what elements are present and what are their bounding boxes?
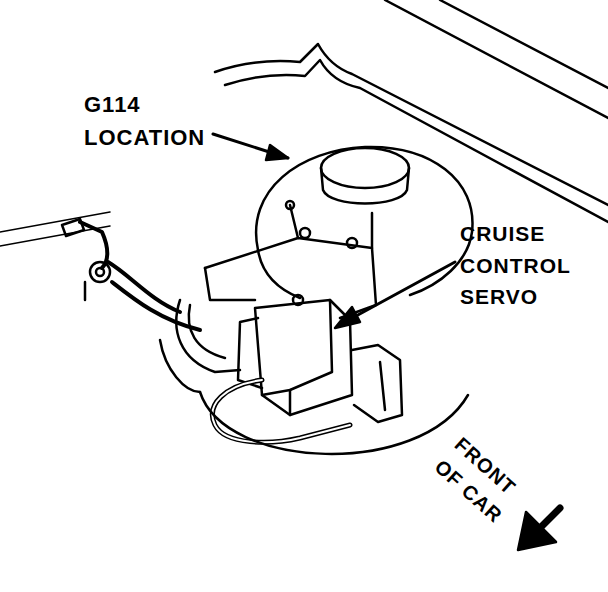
direction-label: FRONT OF CAR	[428, 430, 534, 533]
part-label: CRUISE CONTROL SERVO	[460, 218, 595, 313]
location-label: G114 LOCATION	[84, 88, 219, 154]
